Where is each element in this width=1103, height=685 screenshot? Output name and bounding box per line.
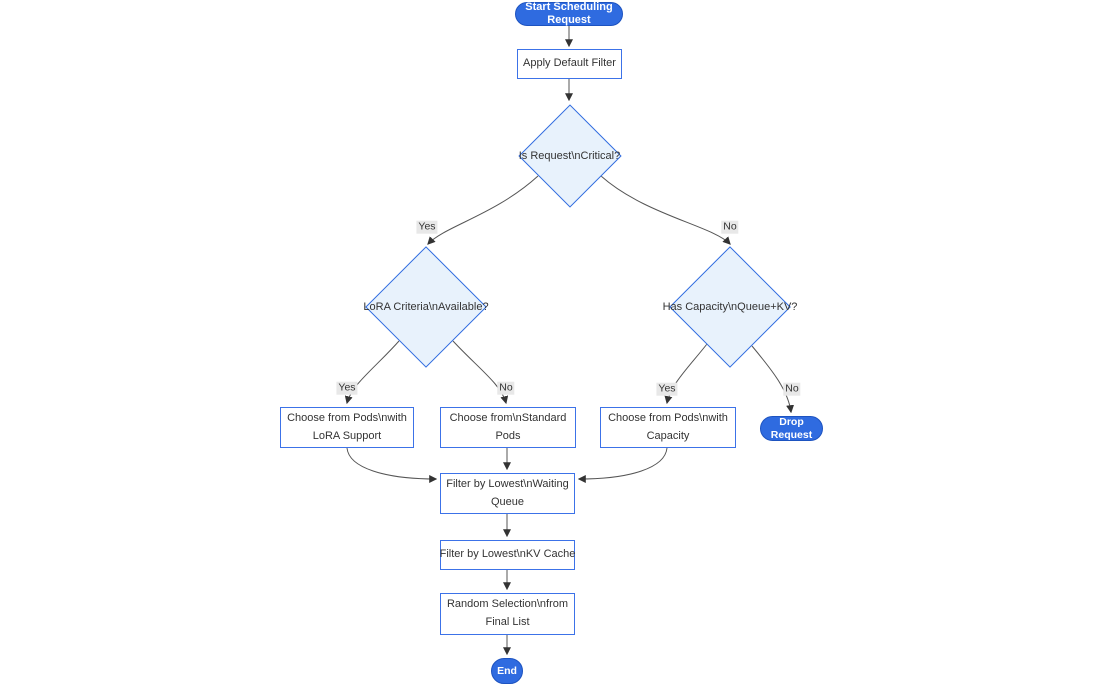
edge-label-capacity-no: No (783, 382, 801, 396)
node-label-line: Queue (490, 495, 525, 508)
end-node: End (491, 658, 523, 684)
node-label: Apply Default Filter (523, 57, 616, 70)
node-label-line: Random Selection\nfrom (446, 598, 569, 611)
edge-critical-no (600, 175, 731, 245)
edge-capacity-no (751, 345, 795, 414)
edge-lorapods-to-filter (346, 447, 438, 483)
node-label-line: Capacity (646, 429, 690, 442)
edge-critical-yes (427, 175, 539, 245)
edge-lora-no (452, 340, 509, 405)
node-label-line: Choose from Pods\nwith (608, 411, 728, 424)
edge-label-lora-no: No (497, 381, 515, 395)
decision-capacity-node: Has Capacity\nQueue+KV? (662, 246, 798, 368)
edge-label-critical-no: No (721, 220, 739, 234)
decision-critical-node: Is Request\nCritical? (517, 103, 622, 208)
filter-kv-cache-node: Filter by Lowest\nKV Cache (440, 540, 575, 570)
start-node: Start Scheduling Request (515, 1, 623, 26)
drop-request-node: Drop Request (760, 416, 823, 441)
choose-capacity-pods-node: Choose from Pods\nwith Capacity (600, 407, 736, 448)
decision-lora-node: LoRA Criteria\nAvailable? (363, 246, 489, 368)
start-node-label: Start Scheduling Request (525, 1, 613, 26)
node-label-line: Final List (485, 616, 530, 628)
node-label-line: Choose from Pods\nwith (287, 411, 407, 424)
node-label-line: Choose from\nStandard (449, 411, 567, 424)
node-label-line: LoRA Support (312, 429, 382, 442)
edge-capacitypods-to-filter (577, 447, 668, 483)
node-label-line: Filter by Lowest\nKV Cache (439, 548, 576, 561)
filter-waiting-queue-node: Filter by Lowest\nWaiting Queue (440, 473, 575, 514)
decision-critical-label: Is Request\nCritical? (518, 149, 621, 162)
node-label-line: Pods (495, 429, 521, 442)
decision-lora-label: LoRA Criteria\nAvailable? (363, 301, 489, 313)
edge-capacity-yes (664, 343, 708, 405)
edge-lora-yes (344, 340, 400, 405)
decision-capacity-label: Has Capacity\nQueue+KV? (662, 301, 798, 313)
apply-default-filter-node: Apply Default Filter (517, 49, 622, 79)
drop-request-label: Drop Request (770, 416, 813, 441)
choose-standard-pods-node: Choose from\nStandard Pods (440, 407, 576, 448)
end-node-label: End (497, 664, 517, 677)
edge-label-capacity-yes: Yes (656, 382, 678, 396)
choose-lora-pods-node: Choose from Pods\nwith LoRA Support (280, 407, 414, 448)
edge-label-lora-yes: Yes (336, 381, 358, 395)
random-selection-node: Random Selection\nfrom Final List (440, 593, 575, 635)
edge-label-critical-yes: Yes (416, 220, 438, 234)
node-label-line: Filter by Lowest\nWaiting (446, 477, 569, 490)
